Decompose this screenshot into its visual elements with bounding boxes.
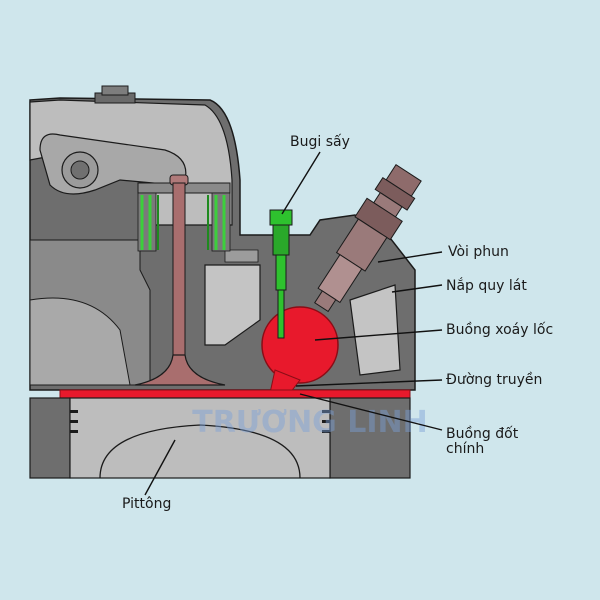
valve [134, 174, 226, 386]
label-glow-plug: Bugi sấy [290, 134, 350, 150]
label-main-chamber-line1: Buồng đốt [446, 425, 519, 442]
label-main-chamber-line2: chính [446, 441, 484, 457]
label-swirl-chamber: Buồng xoáy lốc [446, 321, 553, 338]
labels: Bugi sấy Vòi phun Nắp quy lát Buồng xoáy… [122, 134, 553, 512]
label-passage: Đường truyền [446, 371, 542, 388]
label-injector: Vòi phun [448, 244, 509, 260]
label-cylinder-head: Nắp quy lát [446, 277, 527, 294]
glow-plug [269, 209, 293, 339]
watermark: TRƯƠNG LINH [192, 405, 428, 440]
main-chamber [59, 389, 411, 399]
label-piston: Pittông [122, 496, 171, 512]
leader-lines [144, 151, 443, 496]
injector [314, 164, 422, 313]
